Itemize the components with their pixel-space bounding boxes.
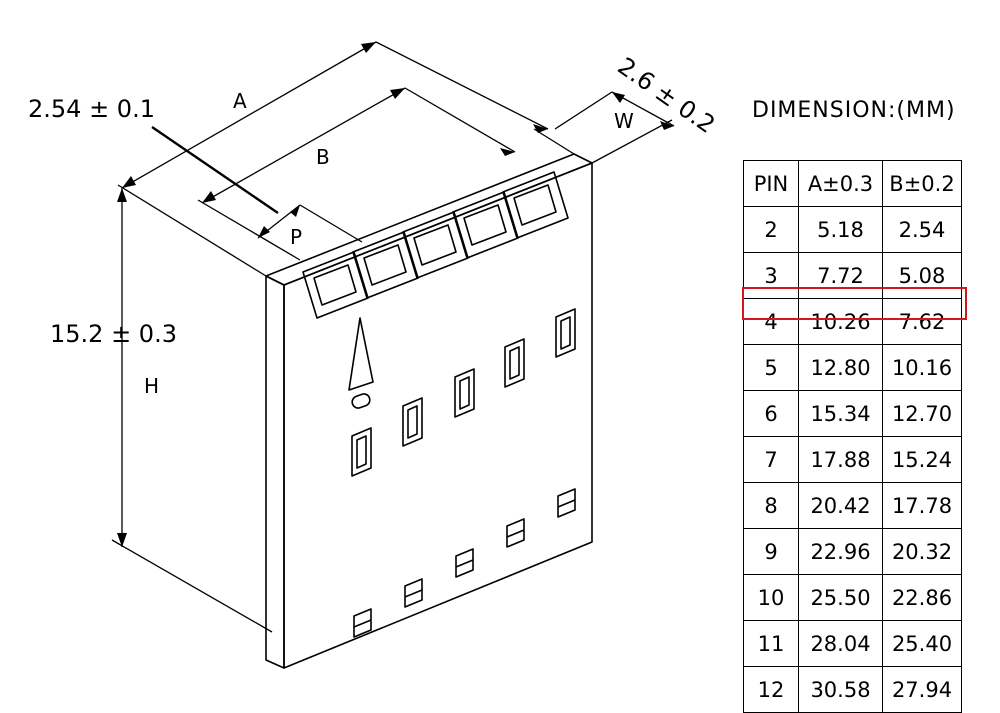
table-cell: 9: [743, 528, 799, 575]
pin-cavity: [402, 211, 469, 279]
terminal-windows: [353, 488, 576, 638]
dimension-p-label: P: [290, 225, 302, 249]
table-cell: 6: [743, 390, 799, 437]
table-cell: 22.96: [798, 528, 883, 575]
table-cell: 30.58: [798, 666, 883, 713]
table-header-cell: A±0.3: [798, 160, 883, 207]
pin-cavity: [452, 191, 519, 259]
dimension-a-label: A: [233, 89, 247, 113]
pin-cavities: [302, 171, 569, 319]
dimension-b: [197, 87, 516, 261]
table-cell: 5.18: [798, 206, 883, 253]
table-cell: 2: [743, 206, 799, 253]
pin-cavity: [313, 264, 357, 306]
table-cell: 25.40: [882, 620, 962, 667]
polarity-triangle-mark: [348, 317, 374, 391]
latch-windows: [351, 308, 576, 477]
table-cell: 12: [743, 666, 799, 713]
pin-cavity: [513, 184, 557, 226]
dimension-table-title: DIMENSION:(MM): [752, 98, 956, 123]
table-header-cell: PIN: [743, 160, 799, 207]
pin-cavity: [463, 204, 507, 246]
pin-cavity: [502, 171, 569, 239]
dimension-h-label: H: [144, 374, 159, 398]
table-cell: 7: [743, 436, 799, 483]
table-cell: 5: [743, 344, 799, 391]
pin-cavity: [352, 231, 419, 299]
table-cell: 7.72: [798, 252, 883, 299]
table-cell: 17.88: [798, 436, 883, 483]
table-cell: 10.26: [798, 298, 883, 345]
table-cell: 11: [743, 620, 799, 667]
table-cell: 20.42: [798, 482, 883, 529]
dimension-w-label: W: [614, 109, 634, 133]
table-cell: 12.70: [882, 390, 962, 437]
table-cell: 15.34: [798, 390, 883, 437]
polarity-oval-mark: [351, 393, 371, 409]
table-cell: 20.32: [882, 528, 962, 575]
pin-cavity: [413, 224, 457, 266]
connector-top-face: [265, 153, 593, 286]
table-cell: 4: [743, 298, 799, 345]
connector-front-face: [283, 162, 593, 669]
pitch-leader-line: [151, 126, 279, 214]
table-cell: 15.24: [882, 436, 962, 483]
table-cell: 28.04: [798, 620, 883, 667]
pin-cavity: [363, 244, 407, 286]
table-cell: 12.80: [798, 344, 883, 391]
table-cell: 22.86: [882, 574, 962, 621]
table-cell: 17.78: [882, 482, 962, 529]
dimension-h: [111, 188, 273, 633]
pitch-tolerance-label: 2.54 ± 0.1: [28, 95, 155, 123]
table-cell: 25.50: [798, 574, 883, 621]
table-cell: 2.54: [882, 206, 962, 253]
table-cell: 8: [743, 482, 799, 529]
pin-cavity: [302, 251, 369, 319]
height-tolerance-label: 15.2 ± 0.3: [50, 320, 177, 348]
table-cell: 7.62: [882, 298, 962, 345]
dimension-a: [117, 41, 575, 277]
dimension-b-label: B: [316, 145, 330, 169]
table-cell: 10.16: [882, 344, 962, 391]
table-cell: 3: [743, 252, 799, 299]
connector-side-face: [265, 275, 285, 669]
table-cell: 27.94: [882, 666, 962, 713]
table-cell: 10: [743, 574, 799, 621]
table-header-cell: B±0.2: [882, 160, 962, 207]
table-cell: 5.08: [882, 252, 962, 299]
